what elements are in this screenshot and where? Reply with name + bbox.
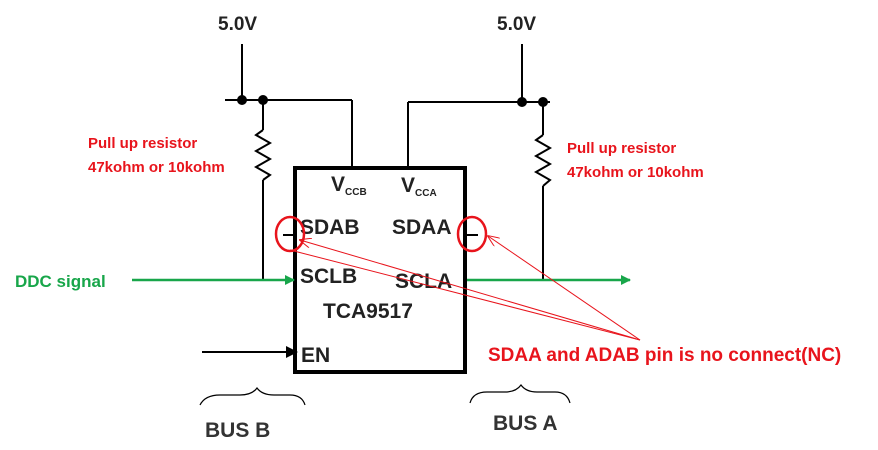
junction-dot — [517, 97, 527, 107]
resistor-label-right-line2: 47kohm or 10kohm — [567, 164, 704, 181]
resistor-label-left-line2: 47kohm or 10kohm — [88, 159, 225, 176]
supply-label-right: 5.0V — [497, 14, 536, 35]
bus-b-label: BUS B — [205, 419, 270, 442]
nc-note-text: SDAA and ADAB pin is no connect(NC) — [488, 345, 841, 366]
pin-scla-label: SCLA — [395, 270, 452, 293]
junction-dot — [258, 95, 268, 105]
tca9517-chip — [293, 166, 467, 374]
pin-sdaa-label: SDAA — [392, 216, 452, 239]
nc-highlight-circle-sdab — [274, 215, 306, 253]
bus-a-label: BUS A — [493, 412, 558, 435]
pin-en-label: EN — [301, 344, 330, 367]
nc-highlight-circle-sdaa — [456, 215, 488, 253]
bus-b-brace — [199, 386, 306, 406]
junction-dot — [237, 95, 247, 105]
supply-label-left: 5.0V — [218, 14, 257, 35]
resistor-label-left-line1: Pull up resistor — [88, 135, 197, 152]
resistor-label-right-line1: Pull up resistor — [567, 140, 676, 157]
pin-sdab-label: SDAB — [300, 216, 360, 239]
ddc-signal-label: DDC signal — [15, 272, 106, 291]
bus-a-brace — [469, 383, 571, 404]
vccb-label: VCCB — [331, 173, 367, 198]
nc-annotation-pointers — [289, 236, 641, 341]
pin-sclb-label: SCLB — [300, 265, 357, 288]
chip-name-label: TCA9517 — [323, 300, 413, 323]
vcca-label: VCCA — [401, 174, 437, 199]
junction-dot — [538, 97, 548, 107]
